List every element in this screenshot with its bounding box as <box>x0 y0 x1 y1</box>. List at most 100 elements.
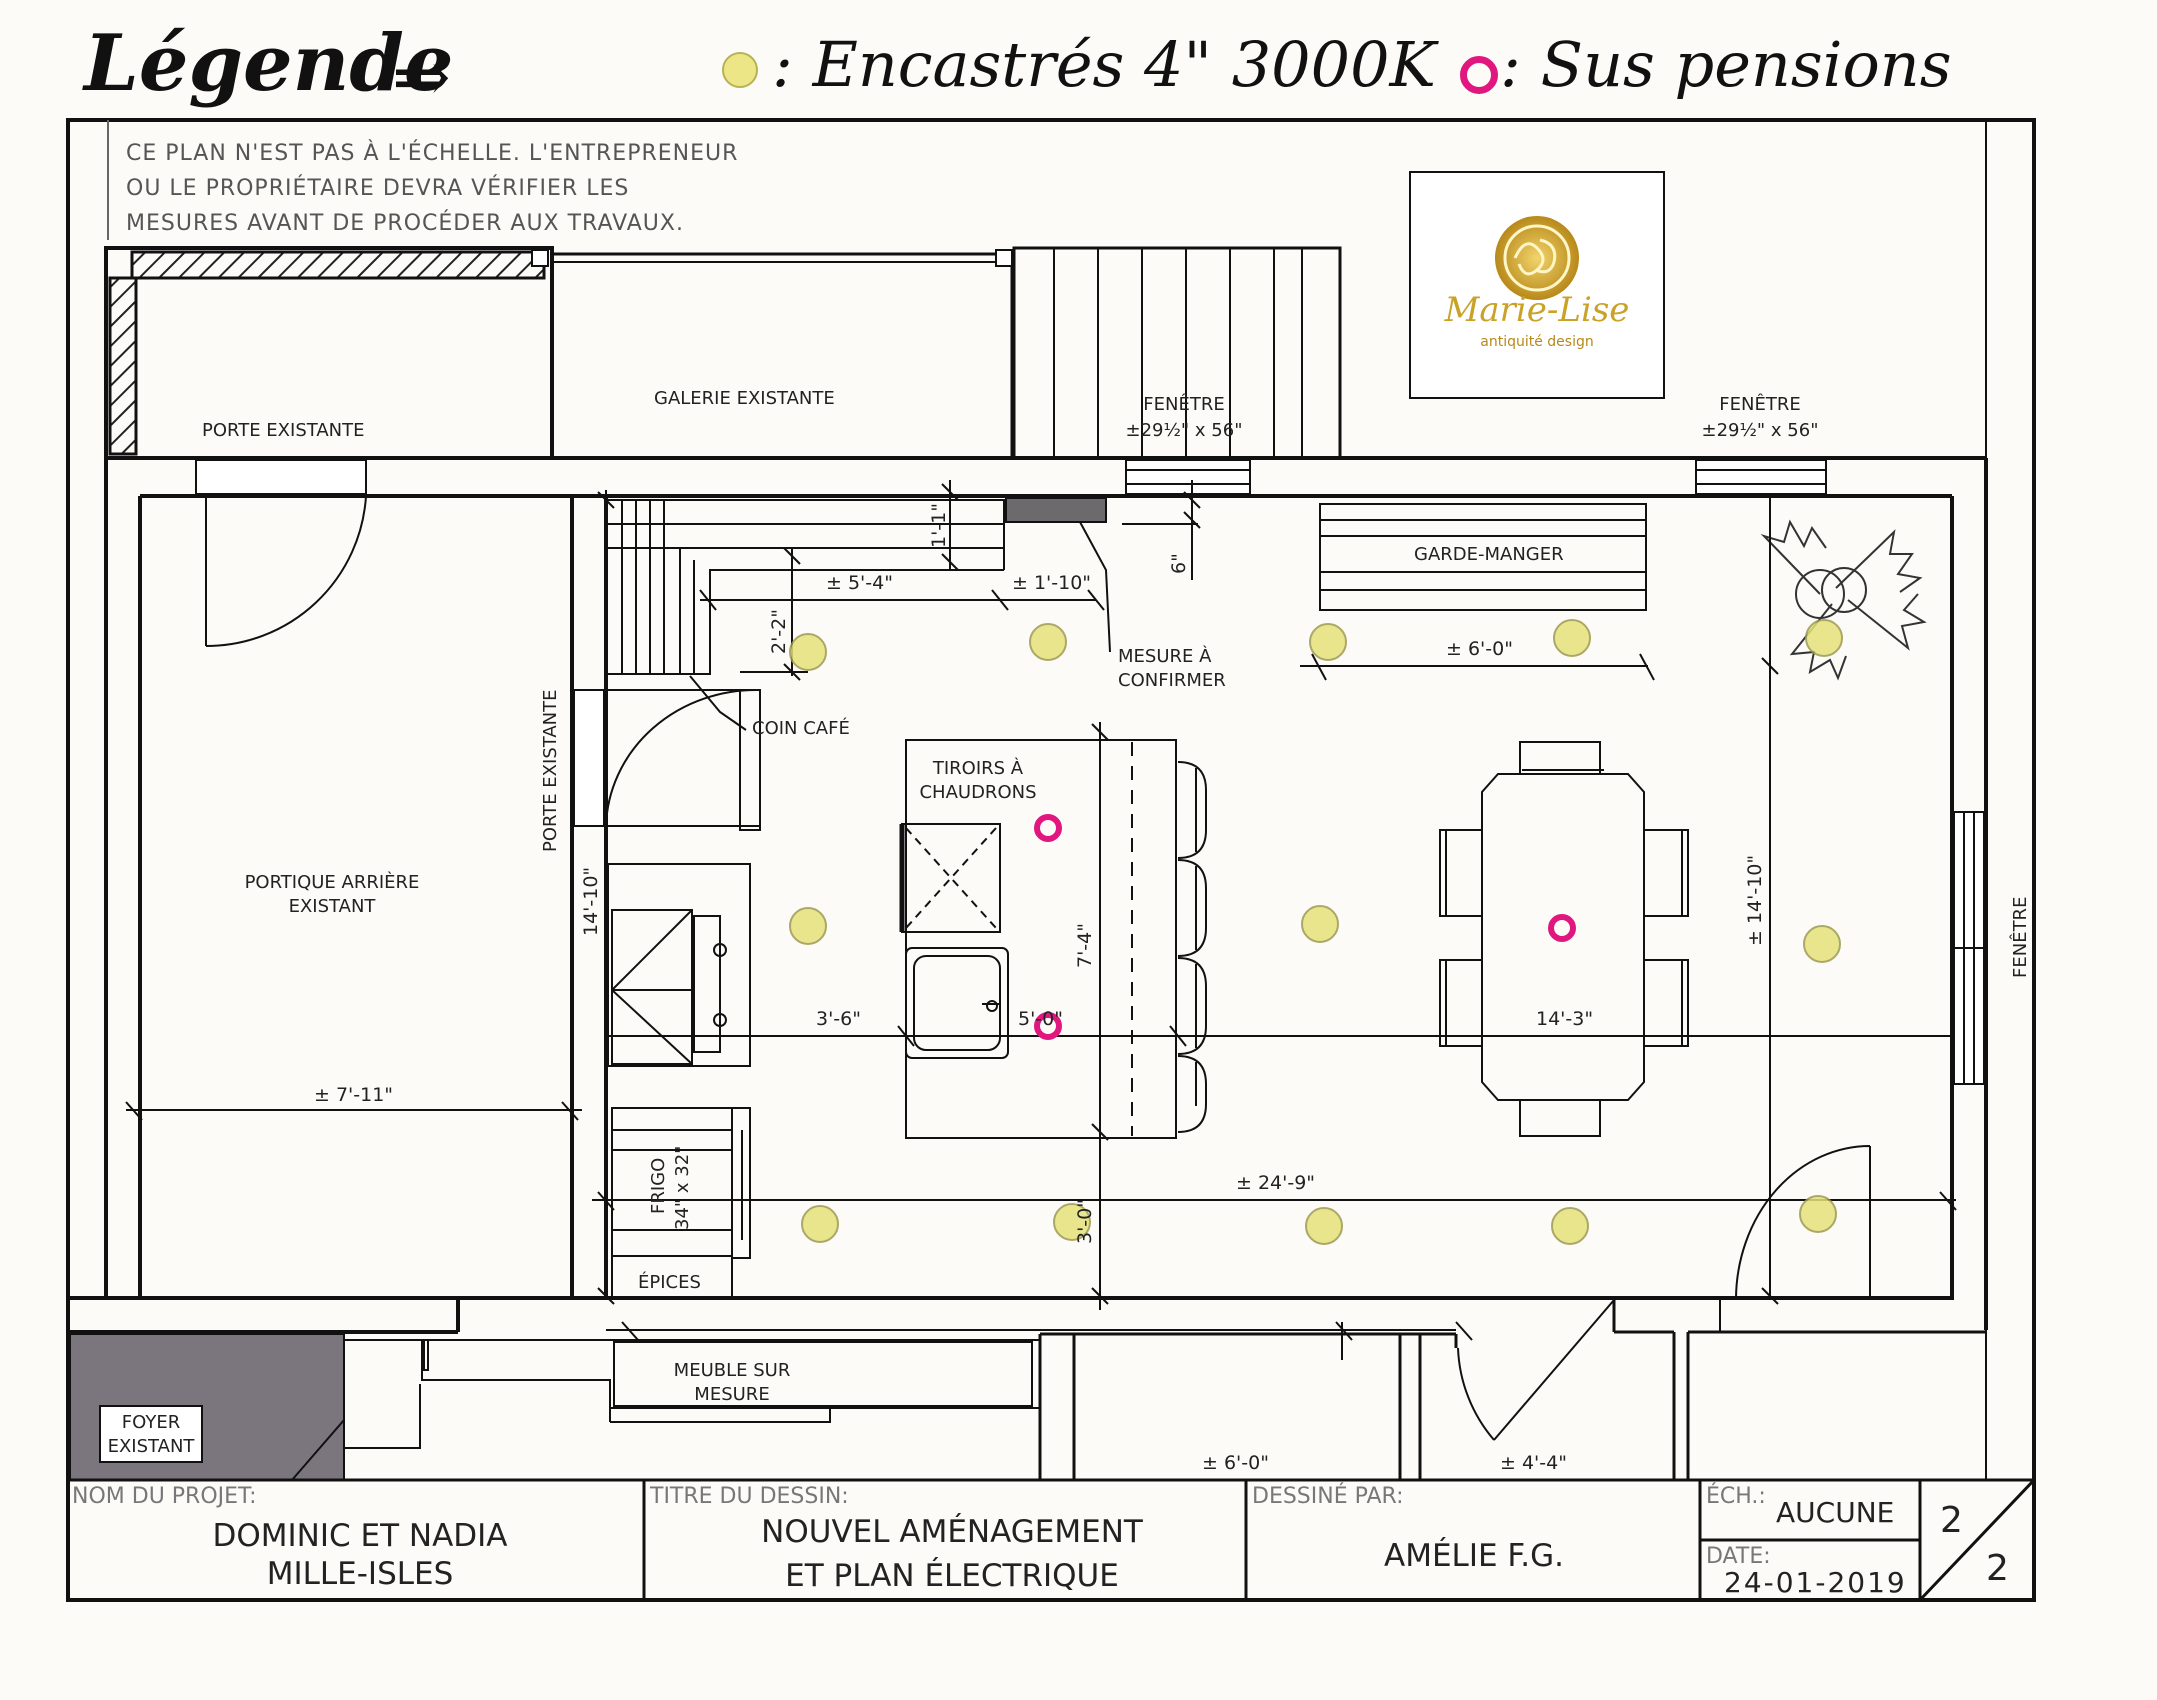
porch-door <box>195 459 367 648</box>
label-coin-cafe: COIN CAFÉ <box>752 718 850 739</box>
legend-arrow: ⇒ <box>392 36 451 118</box>
scale-note-line-1: CE PLAN N'EST PAS À L'ÉCHELLE. L'ENTREPR… <box>126 141 739 166</box>
hatched-wall-left <box>108 276 138 456</box>
recessed-light-icon <box>1301 905 1339 943</box>
dim-14-10-left: 14'-10" <box>580 866 602 936</box>
legend-recessed-label: : Encastrés 4" 3000K <box>772 28 1436 101</box>
dim-3-0: 3'-0" <box>1074 1199 1096 1244</box>
label-frigo: FRIGO <box>648 1157 669 1214</box>
recessed-light-icon <box>1799 1195 1837 1233</box>
drawing-line-1: NOUVEL AMÉNAGEMENT <box>761 1514 1143 1550</box>
recessed-light-icon <box>1305 1207 1343 1245</box>
interior-stairs <box>606 499 1005 675</box>
pendant-light-icon <box>1548 914 1576 942</box>
date-value: 24-01-2019 <box>1724 1566 1907 1599</box>
plant-icon <box>1760 519 1927 681</box>
recessed-light-icon <box>1551 1207 1589 1245</box>
dim-6-0-top: ± 6'-0" <box>1446 638 1513 660</box>
sheet-total: 2 <box>1986 1548 2009 1589</box>
dim-14-3: 14'-3" <box>1536 1008 1594 1030</box>
pendant-light-icon <box>1034 1012 1062 1040</box>
recessed-light-icon <box>1053 1203 1091 1241</box>
label-galerie: GALERIE EXISTANTE <box>654 388 835 409</box>
recessed-light-icon <box>801 1205 839 1243</box>
label-porte-existante-side: PORTE EXISTANTE <box>540 689 561 853</box>
label-mesure-confirmer-1: MESURE À <box>1118 646 1212 667</box>
measure-confirm-box <box>1005 497 1107 523</box>
logo-name: Marie-Lise <box>1444 290 1630 330</box>
label-fenetre-2-size: ±29½" x 56" <box>1701 420 1819 441</box>
scale-note-line-2: OU LE PROPRIÉTAIRE DEVRA VÉRIFIER LES <box>126 176 630 201</box>
label-frigo-size: 34" x 32" <box>672 1145 693 1230</box>
drawing-line-2: ET PLAN ÉLECTRIQUE <box>785 1558 1119 1594</box>
drawn-by: AMÉLIE F.G. <box>1384 1538 1564 1574</box>
window-top-1 <box>1125 459 1251 495</box>
title-block <box>68 1478 2036 1602</box>
cooktop-icon <box>607 863 751 1067</box>
logo-tagline: antiquité design <box>1480 334 1594 350</box>
dim-1-10: ± 1'-10" <box>1012 572 1092 594</box>
label-portique-2: EXISTANT <box>288 896 376 917</box>
dining-table <box>1439 741 1689 1137</box>
stools <box>1177 761 1207 1133</box>
label-fenetre-1: FENÊTRE <box>1143 394 1225 415</box>
sheet-border <box>66 118 2036 1602</box>
scale-note: CE PLAN N'EST PAS À L'ÉCHELLE. L'ENTREPR… <box>126 136 738 241</box>
gallery-existing <box>550 252 1014 460</box>
dim-24-9: ± 24'-9" <box>1236 1172 1316 1194</box>
label-tiroirs-1: TIROIRS À <box>932 758 1024 779</box>
window-right <box>1953 811 1985 1085</box>
dim-2-2: 2'-2" <box>768 609 790 654</box>
back-door <box>1457 1145 1871 1441</box>
project-label: NOM DU PROJET: <box>72 1484 257 1509</box>
fridge <box>611 1107 751 1299</box>
label-meuble-1: MEUBLE SUR <box>673 1360 791 1381</box>
date-label: DATE: <box>1706 1544 1771 1569</box>
dim-6-0-bottom: ± 6'-0" <box>1202 1452 1269 1474</box>
recessed-light-icon <box>789 907 827 945</box>
scale-note-line-3: MESURES AVANT DE PROCÉDER AUX TRAVAUX. <box>126 211 684 236</box>
label-fenetre-1-size: ±29½" x 56" <box>1125 420 1243 441</box>
scale-value: AUCUNE <box>1776 1496 1895 1529</box>
logo-icon <box>1495 216 1579 300</box>
recessed-light-icon <box>1309 623 1347 661</box>
label-fenetre-side: FENÊTRE <box>2010 896 2031 978</box>
recessed-light-icon <box>1803 925 1841 963</box>
window-top-2 <box>1695 459 1827 495</box>
label-mesure-confirmer-2: CONFIRMER <box>1118 670 1226 691</box>
label-tiroirs-2: CHAUDRONS <box>919 782 1037 803</box>
project-line-1: DOMINIC ET NADIA <box>212 1518 508 1554</box>
island <box>899 739 1177 1139</box>
label-meuble-2: MESURE <box>694 1384 770 1405</box>
label-foyer-1: FOYER <box>121 1412 181 1433</box>
label-portique-1: PORTIQUE ARRIÈRE <box>244 872 420 893</box>
label-epices: ÉPICES <box>638 1272 701 1293</box>
drawn-by-label: DESSINÉ PAR: <box>1252 1484 1404 1509</box>
pendant-light-icon <box>1034 814 1062 842</box>
legend-pendant-label: : Sus pensions <box>1500 28 1952 101</box>
label-porte-existante-top: PORTE EXISTANTE <box>202 420 365 441</box>
hatched-wall-top <box>130 250 546 280</box>
scale-label: ÉCH.: <box>1706 1484 1766 1509</box>
custom-furniture <box>343 1339 1040 1480</box>
pendant-light-icon <box>1460 56 1498 94</box>
dim-3-6: 3'-6" <box>816 1008 861 1030</box>
dim-5-4: ± 5'-4" <box>826 572 893 594</box>
dim-7-11: ± 7'-11" <box>314 1084 394 1106</box>
dim-5-0: 5'-0" <box>1018 1008 1063 1030</box>
pantry <box>1319 503 1647 611</box>
project-line-2: MILLE-ISLES <box>266 1556 454 1592</box>
sheet-number: 2 <box>1940 1500 1963 1541</box>
dim-1-1: 1'-1" <box>928 503 950 548</box>
dim-7-4: 7'-4" <box>1074 923 1096 968</box>
dim-14-10-right: ± 14'-10" <box>1744 854 1766 946</box>
label-garde-manger: GARDE-MANGER <box>1410 544 1568 565</box>
dim-6in: 6" <box>1168 553 1190 574</box>
label-foyer-2: EXISTANT <box>107 1436 195 1457</box>
recessed-light-icon <box>1029 623 1067 661</box>
recessed-light-icon <box>789 633 827 671</box>
recessed-light-icon <box>1553 619 1591 657</box>
drawing-label: TITRE DU DESSIN: <box>650 1484 849 1509</box>
sink-icon <box>905 947 1009 1059</box>
